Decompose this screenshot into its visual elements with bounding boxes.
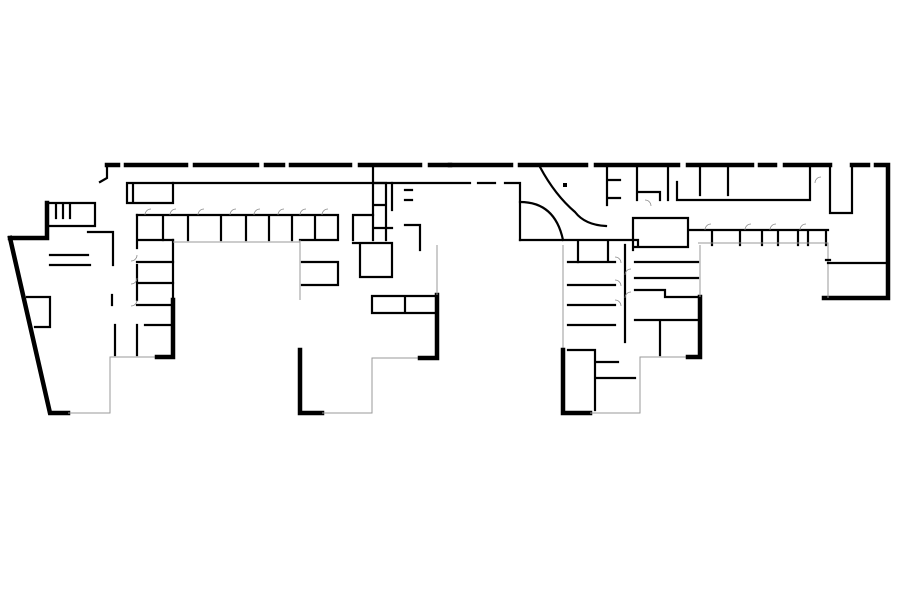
west-wing — [7, 200, 176, 416]
north-facade-wall — [98, 162, 891, 301]
east-wing — [518, 163, 887, 416]
column — [563, 183, 567, 187]
door-swings — [130, 176, 822, 307]
central-rooms — [135, 181, 440, 416]
main-corridor-walls — [125, 163, 608, 242]
